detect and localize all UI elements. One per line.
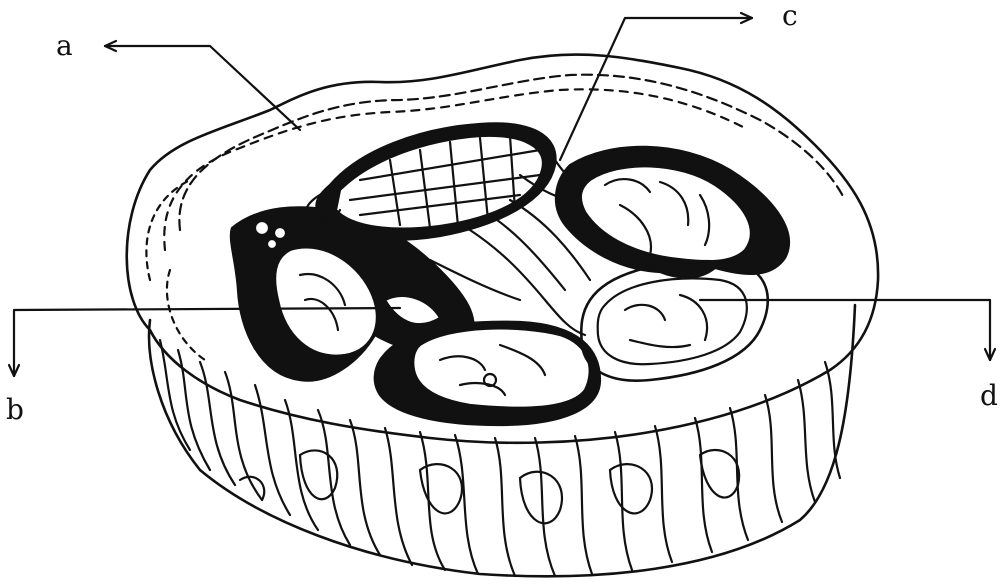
label-c: c	[782, 2, 798, 30]
leader-c	[560, 18, 752, 160]
label-d: d	[980, 382, 998, 410]
label-a: a	[56, 32, 73, 60]
lower-center-bundle	[375, 322, 600, 425]
right-bundle	[581, 261, 767, 380]
upper-right-bundle	[556, 147, 789, 278]
label-b: b	[6, 396, 24, 424]
leader-a	[105, 46, 300, 130]
upper-left-bundle	[306, 123, 556, 239]
